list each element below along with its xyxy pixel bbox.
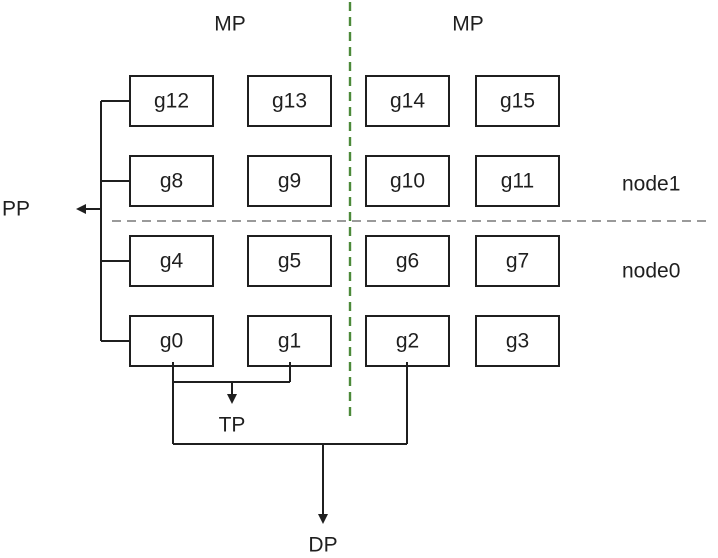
gpu-box-frame xyxy=(247,155,332,207)
gpu-label: g4 xyxy=(160,250,184,273)
pipeline-parallel-bracket xyxy=(76,100,130,342)
gpu-box-frame xyxy=(365,235,450,287)
gpu-box-frame xyxy=(129,155,214,207)
gpu-label: g7 xyxy=(506,250,529,273)
gpu-label: g13 xyxy=(272,90,307,113)
gpu-box-frame xyxy=(475,315,560,367)
gpu-box-frame xyxy=(475,235,560,287)
node0-label: node0 xyxy=(622,260,680,283)
tensor-parallel-connector xyxy=(172,362,291,404)
data-parallel-connector xyxy=(172,362,408,524)
gpu-label: g12 xyxy=(154,90,189,113)
gpu-label: g15 xyxy=(500,90,535,113)
mp-label-right: MP xyxy=(452,13,484,36)
gpu-box-g4: g4 xyxy=(129,235,214,287)
gpu-box-frame xyxy=(129,315,214,367)
gpu-box-g10: g10 xyxy=(365,155,450,207)
gpu-label: g10 xyxy=(390,170,425,193)
mp-label-left: MP xyxy=(214,13,246,36)
gpu-label: g0 xyxy=(160,330,183,353)
gpu-label: g5 xyxy=(278,250,301,273)
gpu-box-frame xyxy=(247,75,332,127)
gpu-box-frame xyxy=(475,155,560,207)
gpu-box-frame xyxy=(475,75,560,127)
gpu-box-g15: g15 xyxy=(475,75,560,127)
gpu-box-g7: g7 xyxy=(475,235,560,287)
gpu-label: g6 xyxy=(396,250,419,273)
gpu-label: g2 xyxy=(396,330,419,353)
gpu-box-g1: g1 xyxy=(247,315,332,367)
tp-label: TP xyxy=(219,414,246,437)
gpu-label: g8 xyxy=(160,170,183,193)
gpu-box-g14: g14 xyxy=(365,75,450,127)
gpu-box-frame xyxy=(129,235,214,287)
node1-label: node1 xyxy=(622,173,680,196)
gpu-label: g11 xyxy=(501,170,534,193)
gpu-box-g8: g8 xyxy=(129,155,214,207)
gpu-box-frame xyxy=(365,155,450,207)
gpu-box-g11: g11 xyxy=(475,155,560,207)
pp-label: PP xyxy=(2,198,30,221)
gpu-label: g9 xyxy=(278,170,301,193)
gpu-box-frame xyxy=(129,75,214,127)
gpu-label: g1 xyxy=(278,330,301,353)
gpu-box-g12: g12 xyxy=(129,75,214,127)
gpu-label: g14 xyxy=(390,90,425,113)
gpu-box-g0: g0 xyxy=(129,315,214,367)
gpu-grid: g12 g13 g14 g15 g8 g9 g10 g11 g4 g5 g6 g7 g0 g1 g2 g3 xyxy=(129,75,560,367)
gpu-box-frame xyxy=(365,75,450,127)
gpu-box-frame xyxy=(247,235,332,287)
gpu-box-g13: g13 xyxy=(247,75,332,127)
gpu-box-g9: g9 xyxy=(247,155,332,207)
gpu-label: g3 xyxy=(506,330,529,353)
gpu-box-g2: g2 xyxy=(365,315,450,367)
gpu-box-g5: g5 xyxy=(247,235,332,287)
gpu-box-g3: g3 xyxy=(475,315,560,367)
gpu-box-g6: g6 xyxy=(365,235,450,287)
dp-label: DP xyxy=(308,534,337,557)
gpu-box-frame xyxy=(247,315,332,367)
gpu-box-frame xyxy=(365,315,450,367)
